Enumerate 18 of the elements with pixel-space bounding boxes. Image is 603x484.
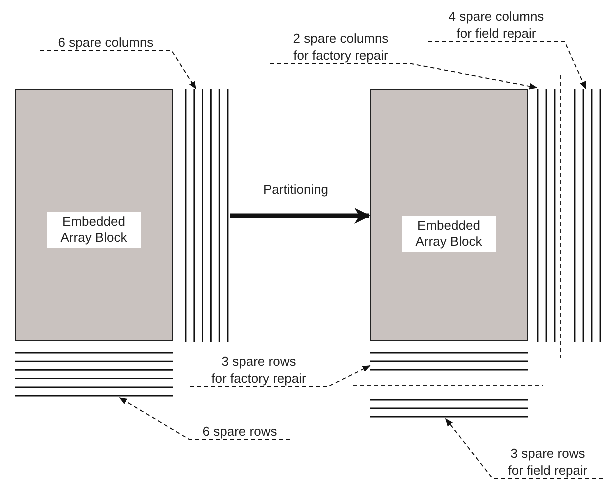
leader-line [40,50,196,90]
leader-line [190,366,371,388]
leader-label: 3 spare rows for field repair [507,445,589,479]
block-label: Embedded Array Block [47,212,141,248]
leader-line [446,418,603,480]
leader-label: 6 spare rows [202,423,278,440]
leader-label: 6 spare columns [57,34,155,51]
leader-line [428,42,586,90]
leader-label: 4 spare columns for field repair [448,8,546,42]
arrow [230,208,371,224]
leader-label: 3 spare rows for factory repair [210,353,308,387]
array-block [370,89,528,341]
array-block [15,89,173,341]
leader-line [270,64,538,90]
leader-line [119,398,290,440]
edge-label: Partitioning [262,182,331,197]
block-label: Embedded Array Block [402,216,496,252]
leader-label: 2 spare columns for factory repair [292,30,390,64]
